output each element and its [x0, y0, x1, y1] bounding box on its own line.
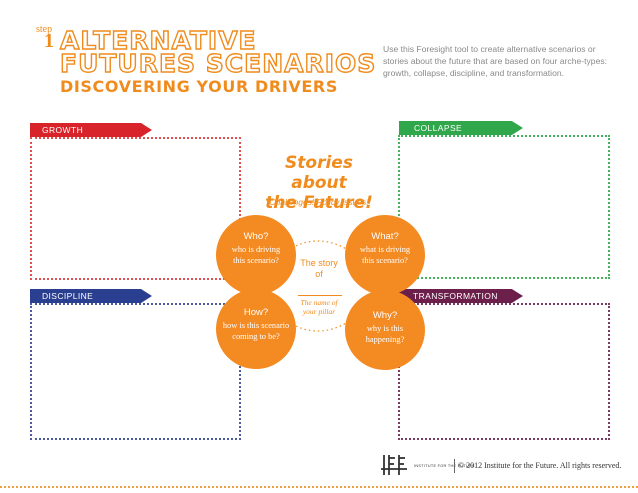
bottom-dotted-border — [0, 486, 638, 493]
what-line2: this scenario? — [362, 255, 408, 265]
page-title-line1: ALTERNATIVE — [59, 25, 257, 55]
story-line2: of — [315, 269, 323, 279]
challenges-label: Challenges! Policy Issues! — [269, 197, 369, 207]
growth-writing-area[interactable] — [30, 137, 241, 280]
why-line1: why is this — [366, 324, 404, 333]
who-line2: this scenario? — [233, 255, 279, 265]
story-line1: The story — [300, 258, 338, 268]
why-title: Why? — [372, 310, 398, 321]
intro-text: Use this Foresight tool to create altern… — [383, 44, 608, 78]
what-circle: What? what is driving this scenario? — [345, 215, 425, 295]
page-title-line2: FUTURES SCENARIOS — [59, 48, 377, 78]
dotted-connector — [287, 240, 349, 332]
pillar-line2: your pillar — [302, 307, 336, 316]
who-title: Who? — [243, 231, 269, 242]
iftf-logo-icon — [381, 455, 407, 475]
who-line1: who is driving — [231, 245, 281, 254]
page-subtitle: DISCOVERING YOUR DRIVERS — [60, 77, 338, 96]
growth-banner: GROWTH — [30, 123, 152, 137]
how-line1: how is this scenario — [222, 321, 290, 330]
why-line2: happening? — [365, 334, 405, 344]
org-name: INSTITUTE FOR THE FUTURE — [414, 464, 475, 468]
how-line2: coming to be? — [232, 331, 280, 341]
step-number: 1 — [44, 30, 54, 52]
discipline-banner: DISCIPLINE — [30, 289, 152, 303]
why-circle: Why? why is this happening? — [345, 290, 425, 370]
pillar-name-line[interactable] — [298, 295, 342, 296]
who-circle: Who? who is driving this scenario? — [216, 215, 296, 295]
how-title: How? — [243, 307, 269, 318]
copyright-text: © 2012 Institute for the Future. All rig… — [458, 461, 622, 470]
footer-separator — [454, 459, 455, 473]
stories-heading: Stories about the Future! — [259, 153, 379, 213]
collapse-writing-area[interactable] — [398, 135, 610, 279]
collapse-banner: COLLAPSE — [399, 121, 523, 135]
pillar-name-label: The name of your pillar — [294, 298, 344, 316]
story-of-label: The story of — [294, 258, 344, 280]
step-label: step — [36, 24, 53, 35]
stories-line1: Stories about — [285, 153, 353, 193]
what-title: What? — [371, 231, 399, 242]
stories-line2: the Future! — [265, 193, 373, 213]
transformation-writing-area[interactable] — [398, 303, 610, 440]
discipline-writing-area[interactable] — [30, 303, 241, 440]
how-circle: How? how is this scenario coming to be? — [216, 289, 296, 369]
what-line1: what is driving — [359, 245, 411, 254]
transformation-banner: TRANSFORMATION — [399, 289, 523, 303]
pillar-line1: The name of — [300, 298, 338, 307]
